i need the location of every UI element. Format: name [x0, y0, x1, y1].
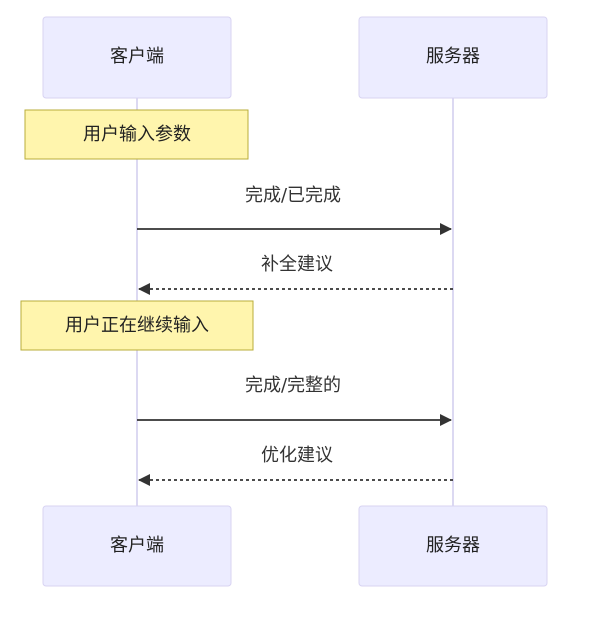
server-actor-bottom-label: 服务器 [426, 535, 480, 556]
client-actor-bottom-label: 客户端 [110, 535, 164, 556]
note-user-continuing: 用户正在继续输入 [20, 300, 254, 351]
note-user-input: 用户输入参数 [24, 109, 249, 160]
message-3-label: 完成/完整的 [245, 375, 341, 396]
client-actor-top-label: 客户端 [110, 46, 164, 67]
note-user-input-label: 用户输入参数 [83, 124, 191, 145]
client-actor-bottom: 客户端 [42, 505, 232, 587]
note-user-continuing-label: 用户正在继续输入 [65, 315, 209, 336]
message-4-label: 优化建议 [261, 445, 333, 466]
message-1-label: 完成/已完成 [245, 185, 341, 206]
server-actor-top-label: 服务器 [426, 46, 480, 67]
message-3: 完成/完整的 [137, 375, 452, 426]
message-2: 补全建议 [138, 254, 453, 295]
message-1: 完成/已完成 [137, 185, 452, 235]
message-2-label: 补全建议 [261, 254, 333, 275]
server-actor-bottom: 服务器 [358, 505, 548, 587]
client-actor-top: 客户端 [42, 16, 232, 99]
message-4: 优化建议 [138, 445, 453, 486]
server-actor-top: 服务器 [358, 16, 548, 99]
